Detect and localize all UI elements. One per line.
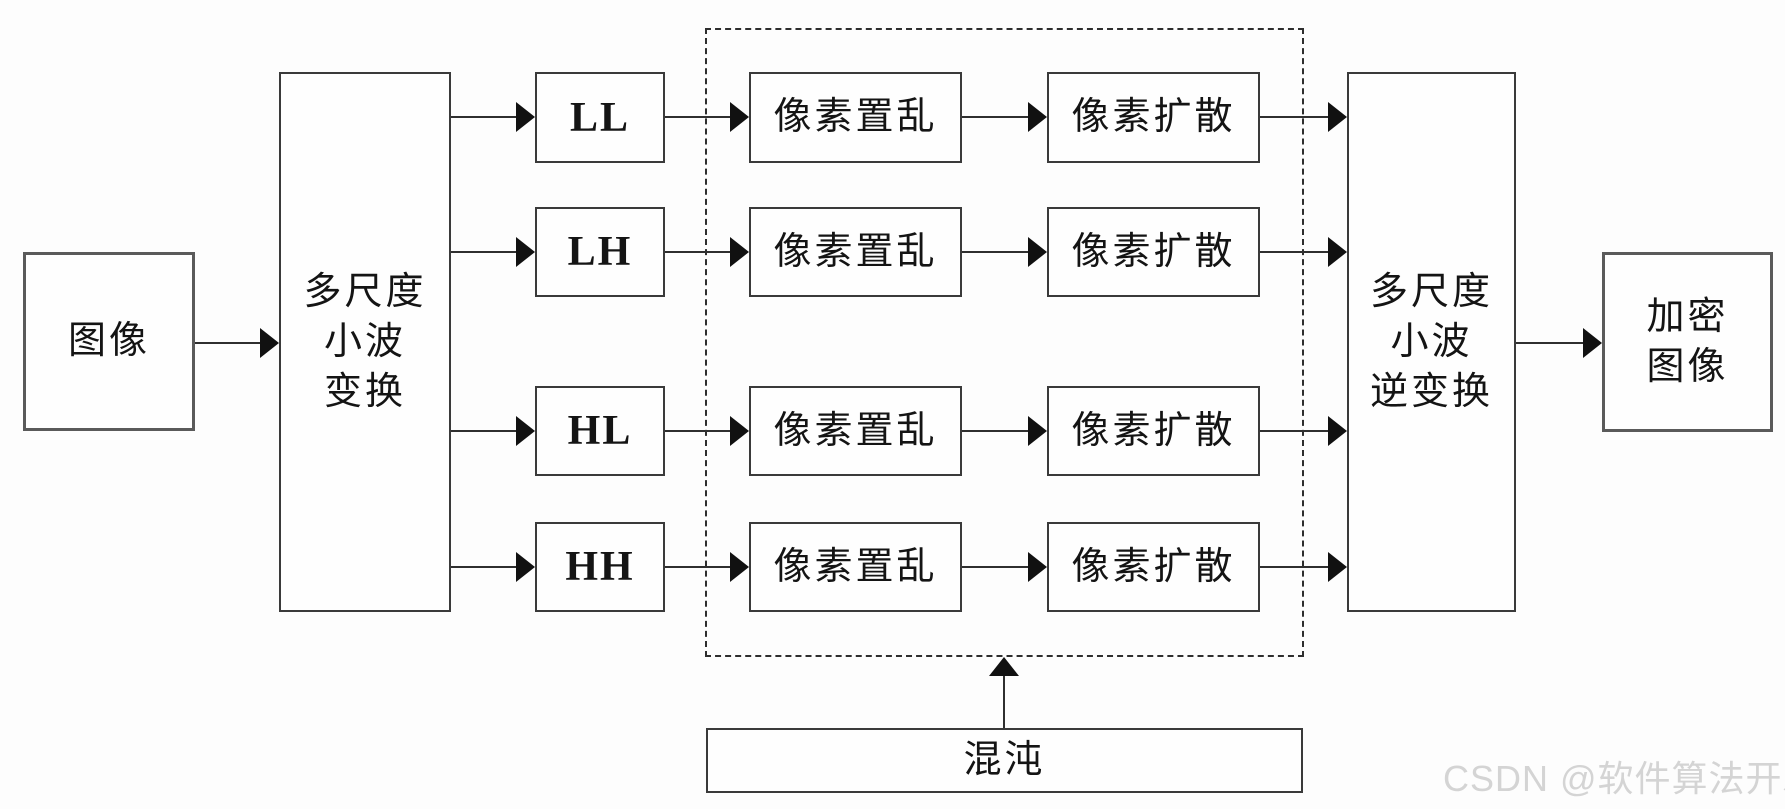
node-diffuse-row4-label: 像素扩散 <box>1071 545 1236 588</box>
node-input-image-label: 图像 <box>67 320 150 363</box>
watermark-text: CSDN @软件算法开发 <box>1443 758 1785 799</box>
arrowhead-hl-to-scramble <box>730 416 749 446</box>
arrowhead-scramble-to-diffuse-row2 <box>1028 237 1047 267</box>
connector-diffuse-to-inverse-row3 <box>1260 430 1329 432</box>
connector-diffuse-to-inverse-row2 <box>1260 251 1329 253</box>
node-diffuse-row3-label: 像素扩散 <box>1071 409 1236 452</box>
arrowhead-lh-to-scramble <box>730 237 749 267</box>
connector-scramble-to-diffuse-row2 <box>962 251 1028 253</box>
connector-wavelet-to-lh <box>451 251 517 253</box>
arrowhead-wavelet-to-hh <box>516 552 535 582</box>
node-scramble-row4: 像素置乱 <box>749 522 962 612</box>
arrowhead-diffuse-to-inverse-row2 <box>1328 237 1347 267</box>
connector-wavelet-to-hh <box>451 566 517 568</box>
node-scramble-row4-label: 像素置乱 <box>773 545 938 588</box>
node-scramble-row1-label: 像素置乱 <box>773 96 938 139</box>
node-diffuse-row4: 像素扩散 <box>1047 522 1260 612</box>
arrowhead-wavelet-to-hl <box>516 416 535 446</box>
node-chaos: 混沌 <box>706 728 1303 793</box>
node-scramble-row2-label: 像素置乱 <box>773 230 938 273</box>
node-inverse-wavelet-line3: 逆变换 <box>1369 371 1493 414</box>
connector-diffuse-to-inverse-row1 <box>1260 116 1329 118</box>
node-subband-ll: LL <box>535 72 665 163</box>
arrowhead-diffuse-to-inverse-row3 <box>1328 416 1347 446</box>
node-diffuse-row2-label: 像素扩散 <box>1071 230 1236 273</box>
connector-diffuse-to-inverse-row4 <box>1260 566 1329 568</box>
connector-scramble-to-diffuse-row3 <box>962 430 1028 432</box>
node-scramble-row2: 像素置乱 <box>749 207 962 297</box>
node-encrypted-image-line1: 加密 <box>1646 295 1729 338</box>
node-input-image: 图像 <box>23 252 195 431</box>
connector-hh-to-scramble <box>665 566 731 568</box>
connector-lh-to-scramble <box>665 251 731 253</box>
node-wavelet-transform-line1: 多尺度 <box>303 270 427 313</box>
arrowhead-hh-to-scramble <box>730 552 749 582</box>
arrowhead-ll-to-scramble <box>730 102 749 132</box>
connector-inverse-to-output <box>1516 342 1584 344</box>
node-scramble-row3-label: 像素置乱 <box>773 409 938 452</box>
node-diffuse-row3: 像素扩散 <box>1047 386 1260 476</box>
node-subband-lh-label: LH <box>567 229 633 275</box>
node-diffuse-row1: 像素扩散 <box>1047 72 1260 163</box>
arrowhead-chaos-to-region <box>989 657 1019 676</box>
node-inverse-wavelet-transform: 多尺度 小波 逆变换 <box>1347 72 1516 612</box>
arrowhead-diffuse-to-inverse-row1 <box>1328 102 1347 132</box>
node-wavelet-transform: 多尺度 小波 变换 <box>279 72 451 612</box>
arrowhead-scramble-to-diffuse-row4 <box>1028 552 1047 582</box>
connector-wavelet-to-hl <box>451 430 517 432</box>
node-subband-hh-label: HH <box>565 544 635 590</box>
arrowhead-inverse-to-output <box>1583 328 1602 358</box>
node-wavelet-transform-line3: 变换 <box>323 371 406 414</box>
node-diffuse-row1-label: 像素扩散 <box>1071 96 1236 139</box>
node-encrypted-image-line2: 图像 <box>1646 346 1729 388</box>
arrowhead-scramble-to-diffuse-row3 <box>1028 416 1047 446</box>
node-subband-hl-label: HL <box>567 408 633 454</box>
node-scramble-row1: 像素置乱 <box>749 72 962 163</box>
connector-wavelet-to-ll <box>451 116 517 118</box>
connector-scramble-to-diffuse-row1 <box>962 116 1028 118</box>
dashed-chaos-region <box>705 28 1304 657</box>
node-chaos-label: 混沌 <box>963 739 1046 782</box>
connector-scramble-to-diffuse-row4 <box>962 566 1028 568</box>
arrowhead-input-to-wavelet <box>260 328 279 358</box>
connector-chaos-to-region <box>1003 674 1005 728</box>
node-encrypted-image: 加密 图像 <box>1602 252 1773 432</box>
node-subband-hh: HH <box>535 522 665 612</box>
node-subband-lh: LH <box>535 207 665 297</box>
node-subband-hl: HL <box>535 386 665 476</box>
arrowhead-diffuse-to-inverse-row4 <box>1328 552 1347 582</box>
node-scramble-row3: 像素置乱 <box>749 386 962 476</box>
arrowhead-wavelet-to-ll <box>516 102 535 132</box>
arrowhead-scramble-to-diffuse-row1 <box>1028 102 1047 132</box>
node-wavelet-transform-line2: 小波 <box>323 320 406 363</box>
connector-ll-to-scramble <box>665 116 731 118</box>
node-inverse-wavelet-line1: 多尺度 <box>1369 270 1493 313</box>
arrowhead-wavelet-to-lh <box>516 237 535 267</box>
connector-input-to-wavelet <box>195 342 261 344</box>
node-diffuse-row2: 像素扩散 <box>1047 207 1260 297</box>
node-subband-ll-label: LL <box>569 94 631 141</box>
connector-hl-to-scramble <box>665 430 731 432</box>
node-inverse-wavelet-line2: 小波 <box>1390 320 1473 363</box>
